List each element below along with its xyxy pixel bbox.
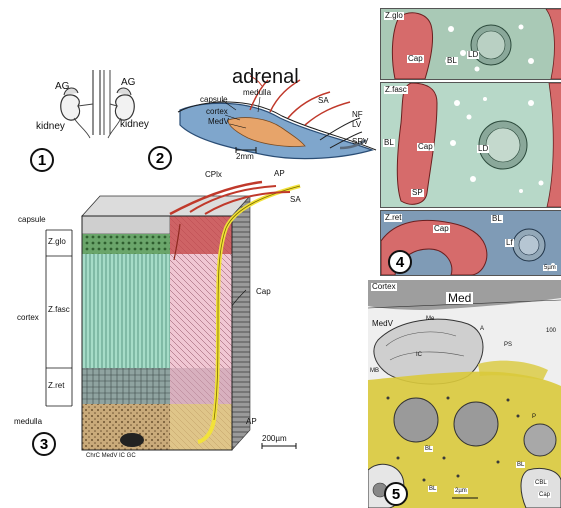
ap-bottom-label: AP [246,418,257,426]
panel-number-5: 5 [384,482,408,506]
lf-label: Lf [505,239,514,247]
zret-sub-label: Z.ret [384,214,402,222]
panel-5-micrograph: Cortex Med MedV Me A IC PS MB 100 P BL B… [368,280,561,508]
cap-block-label: Cap [256,288,271,296]
med-label: Med [446,292,473,304]
medv5-label: MedV [372,320,393,328]
zglo-label: Z.glo [48,238,66,246]
a-label: A [480,326,484,332]
ic5-label: IC [416,352,422,358]
bl2-label: BL [383,139,395,147]
panel-4-zfasc: Z.fasc BL Cap LD SP [380,82,561,208]
capsule-block-label: capsule [18,216,46,224]
bl5c-label: BL [428,486,437,492]
me-label: Me [426,316,434,322]
cap1-label: Cap [407,55,424,63]
cortex5-label: Cortex [371,283,397,291]
panel-number-4: 4 [388,250,412,274]
scale-5um: 5µm [543,265,557,271]
zfasc-micrograph [381,83,561,207]
sa-block-label: SA [290,196,301,204]
cap5-label: Cap [538,492,551,498]
scale-100: 100 [546,328,556,334]
bl3-label: BL [491,215,503,223]
medulla-micrograph [368,280,561,508]
cap2-label: Cap [417,143,434,151]
ap-top-label: AP [274,170,285,178]
zglo-sub-label: Z.glo [384,12,404,20]
zglo-micrograph [381,9,561,79]
panel-number-3: 3 [32,432,56,456]
cplx-label: CPlx [205,171,222,179]
ps-label: PS [504,342,512,348]
ld1-label: LD [467,51,479,59]
zfasc-label: Z.fasc [48,306,70,314]
zret-label: Z.ret [48,382,64,390]
mb-label: MB [370,368,379,374]
ld2-label: LD [477,145,489,153]
cortex-block-label: cortex [17,314,39,322]
block-bottom-text: ChrC MedV IC GC [86,453,136,459]
p-label: P [532,414,536,420]
bl1-label: BL [446,57,458,65]
cbl-label: CBL [534,480,548,486]
scale-200um: 200µm [262,435,287,443]
zfasc-sub-label: Z.fasc [384,86,408,94]
sp-label: SP [411,189,424,197]
medulla-block-label: medulla [14,418,42,426]
panel-4-zglo: Z.glo Cap BL LD [380,8,561,80]
scale-2um: 2µm [454,488,468,494]
bl5-label: BL [424,446,433,452]
cap3-label: Cap [433,225,450,233]
bl5b-label: BL [516,462,525,468]
